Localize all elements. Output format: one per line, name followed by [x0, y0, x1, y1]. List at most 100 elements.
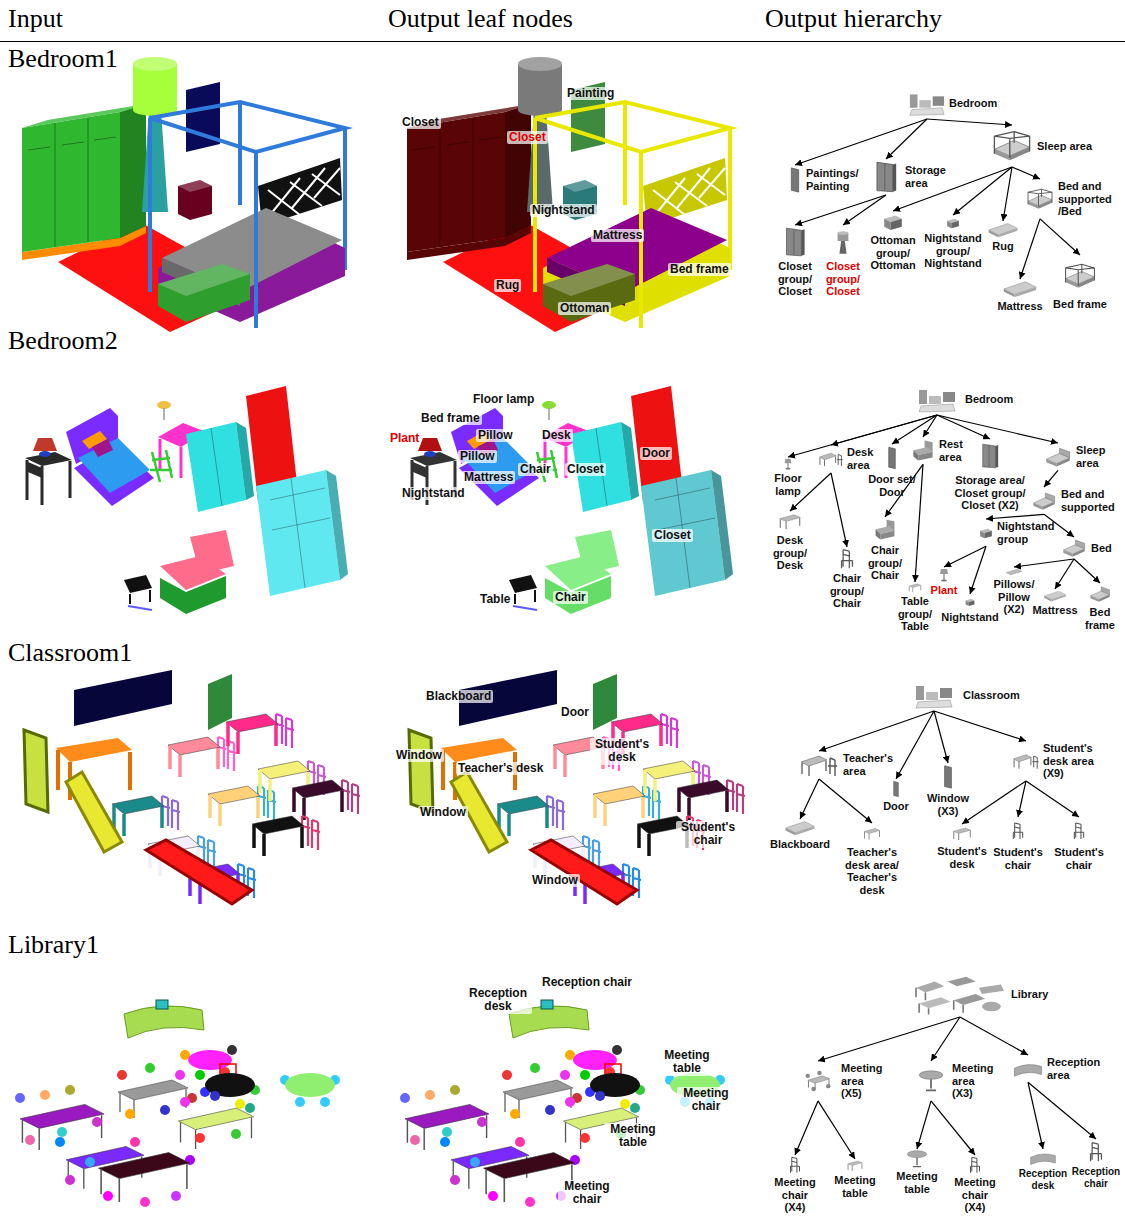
- hierarchy-arrow: [818, 1017, 960, 1061]
- node-label: Nightstand group/ Nightstand: [923, 232, 983, 270]
- hierarchy-arrow: [915, 464, 923, 582]
- hierarchy-arrow: [1040, 219, 1080, 255]
- hierarchy-node: Mattress: [1030, 590, 1080, 617]
- part-label: Blackboard: [424, 690, 493, 703]
- part-label: Door: [640, 447, 672, 460]
- bedroom1-leaf-render: [407, 57, 730, 332]
- header-rule: [0, 41, 1125, 42]
- hierarchy-arrow: [917, 1101, 931, 1149]
- hierarchy-arrow: [927, 119, 1012, 125]
- hierarchy-node: Floor lamp: [771, 458, 805, 497]
- hierarchy-node: Meeting table: [832, 1160, 878, 1199]
- hierarchy-node: Chair group/ Chair: [827, 548, 867, 610]
- node-label: Pillows/ Pillow (X2): [991, 578, 1037, 616]
- node-thumbnail: [777, 820, 823, 836]
- node-thumbnail: [910, 439, 936, 463]
- part-label: Painting: [565, 87, 616, 100]
- node-thumbnail: [783, 226, 807, 258]
- node-thumbnail: [905, 1150, 929, 1168]
- heading-text: Classroom1: [8, 638, 132, 668]
- hierarchy-arrow: [923, 415, 937, 437]
- node-thumbnail: [1012, 818, 1024, 844]
- hierarchy-node: Reception chair: [1070, 1140, 1122, 1189]
- node-label: Rug: [986, 240, 1020, 253]
- hierarchy-arrow: [818, 1101, 855, 1159]
- heading-text: Output leaf nodes: [388, 4, 573, 34]
- part-label: Meeting chair: [558, 1180, 616, 1207]
- part-label: Bed frame: [419, 412, 482, 425]
- node-label: Student's desk: [935, 845, 989, 870]
- node-thumbnail: [945, 216, 961, 230]
- node-thumbnail: [913, 1070, 949, 1092]
- node-label: Bedroom: [965, 393, 1027, 406]
- node-thumbnail: [874, 518, 896, 542]
- hierarchy-node: Table group/ Table: [894, 583, 936, 633]
- part-label: Mattress: [462, 471, 515, 484]
- node-thumbnail: [908, 88, 946, 118]
- node-thumbnail: [798, 752, 840, 778]
- node-label: Library: [1011, 988, 1055, 1001]
- node-label: Bed and supported: [1061, 488, 1119, 513]
- hierarchy-arrow: [962, 781, 1026, 824]
- node-label: Bed frame: [1051, 298, 1109, 311]
- part-label: Floor lamp: [471, 393, 536, 406]
- node-label: Meeting chair (X4): [772, 1176, 818, 1214]
- node-thumbnail: [787, 166, 803, 194]
- classroom1-leaf-render: [409, 670, 745, 904]
- hierarchy-node: Desk group/ Desk: [770, 512, 810, 572]
- node-thumbnail: [862, 824, 882, 844]
- node-thumbnail: [786, 1156, 804, 1174]
- node-thumbnail: [987, 222, 1019, 238]
- hierarchy-node: Nightstand group/ Nightstand: [923, 216, 983, 270]
- part-label: Chair: [518, 463, 553, 476]
- hierarchy-node: Door: [879, 780, 913, 813]
- hierarchy-arrow: [960, 1017, 1028, 1055]
- part-label: Desk: [540, 429, 573, 442]
- node-label: Meeting area (X3): [952, 1062, 998, 1100]
- bedroom2-input-render: [25, 386, 348, 614]
- hierarchy-node: Door set/ Door: [867, 445, 917, 498]
- node-thumbnail: [1025, 1150, 1061, 1166]
- heading-text: Library1: [8, 930, 99, 960]
- node-thumbnail: [908, 680, 960, 710]
- hierarchy-arrow: [800, 779, 819, 819]
- hierarchy-arrow: [1044, 470, 1058, 487]
- library1-input-render: [15, 1000, 340, 1207]
- part-label: Meeting chair: [677, 1087, 735, 1114]
- node-thumbnail: [783, 458, 793, 470]
- hierarchy-arrow: [795, 1101, 818, 1155]
- node-label: Chair group/ Chair: [865, 544, 905, 582]
- hierarchy-node: Student's chair: [991, 818, 1045, 871]
- hierarchy-arrow: [937, 415, 990, 439]
- hierarchy-node: Ottoman group/ Ottoman: [868, 212, 918, 272]
- part-label: Reception chair: [540, 976, 634, 989]
- hierarchy-node: Classroom: [908, 680, 1033, 710]
- node-thumbnail: [966, 1156, 984, 1174]
- classroom1-input-render: [24, 670, 360, 904]
- hierarchy-node: Pillows/ Pillow (X2): [991, 568, 1037, 616]
- node-label: Chair group/ Chair: [827, 572, 867, 610]
- node-label: Door: [879, 800, 913, 813]
- node-thumbnail: [951, 825, 973, 843]
- node-label: Reception desk: [1017, 1168, 1069, 1191]
- hierarchy-arrow: [953, 167, 1012, 215]
- node-label: Ottoman group/ Ottoman: [868, 234, 918, 272]
- node-label: Window (X3): [923, 792, 973, 817]
- part-label: Door: [559, 706, 591, 719]
- part-label: Bed frame: [668, 263, 731, 276]
- node-label: Teacher's desk area/ Teacher's desk: [844, 846, 900, 897]
- hierarchy-arrow: [819, 779, 872, 823]
- hierarchy-node: Sleep area: [990, 126, 1109, 166]
- hierarchy-node: Rest area: [910, 438, 969, 463]
- node-thumbnail: [937, 764, 959, 790]
- node-thumbnail: [998, 280, 1042, 298]
- heading-text: Bedroom2: [8, 326, 118, 356]
- hierarchy-arrow: [819, 711, 934, 751]
- node-label: Reception chair: [1070, 1166, 1122, 1189]
- node-label: Nightstand group: [997, 520, 1055, 545]
- hierarchy-arrow: [1055, 559, 1074, 589]
- hierarchy-node: Bed: [1060, 538, 1115, 558]
- hierarchy-arrow: [843, 195, 886, 225]
- part-label: Pillow: [458, 450, 497, 463]
- hierarchy-node: Rug: [986, 222, 1020, 253]
